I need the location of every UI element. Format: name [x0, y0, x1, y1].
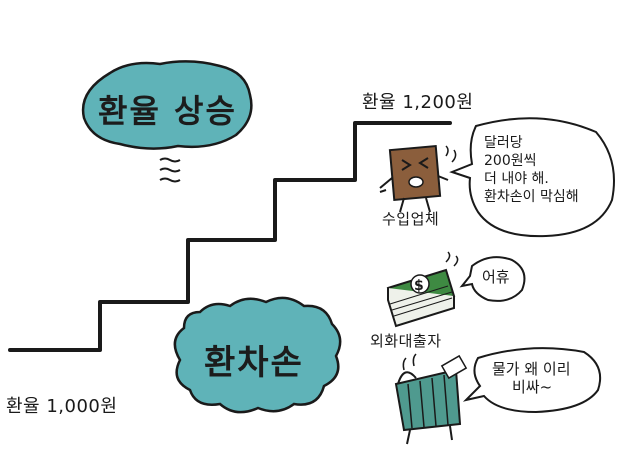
title-text: 환율 상승 — [98, 92, 237, 130]
top-cloud-shape — [81, 60, 253, 150]
consumer-speech-line: 물가 왜 이리 — [492, 360, 571, 378]
consumer-speech-text: 물가 왜 이리 비싸~ — [492, 360, 571, 396]
importer-speech-bubble — [449, 117, 615, 238]
importer-speech-line: 더 내야 해. — [484, 171, 549, 187]
importer-speech-line: 200원씩 — [484, 153, 537, 169]
squiggle-3 — [159, 177, 181, 183]
staircase-line — [8, 121, 452, 352]
shopping-basket-icon — [394, 353, 468, 445]
money-stack-icon: $ — [386, 251, 459, 328]
importer-speech-line: 환차손이 막심해 — [484, 189, 579, 205]
importer-label: 수입업체 — [382, 210, 440, 228]
squiggle-2 — [159, 167, 181, 173]
foreign-debt-speech-bubble — [459, 256, 526, 302]
svg-text:$: $ — [414, 278, 424, 294]
center-cloud-text: 환차손 — [204, 343, 304, 383]
importer-speech-line: 달러당 — [484, 135, 523, 151]
foreign-debt-label: 외화대출자 — [370, 332, 442, 350]
rate-high-label: 환율 1,200원 — [362, 92, 474, 113]
rate-low-label: 환율 1,000원 — [6, 396, 118, 417]
foreign-debt-speech-line: 어휴 — [482, 268, 510, 286]
squiggle-1 — [159, 157, 181, 163]
importer-speech-text: 달러당 200원씩 더 내야 해. 환차손이 막심해 — [484, 134, 579, 206]
consumer-speech-line: 비싸~ — [512, 378, 553, 396]
importer-box-icon — [379, 145, 457, 213]
foreign-debt-speech-text: 어휴 — [482, 268, 510, 286]
consumer-speech-bubble — [462, 347, 602, 414]
center-cloud-shape — [173, 296, 342, 414]
